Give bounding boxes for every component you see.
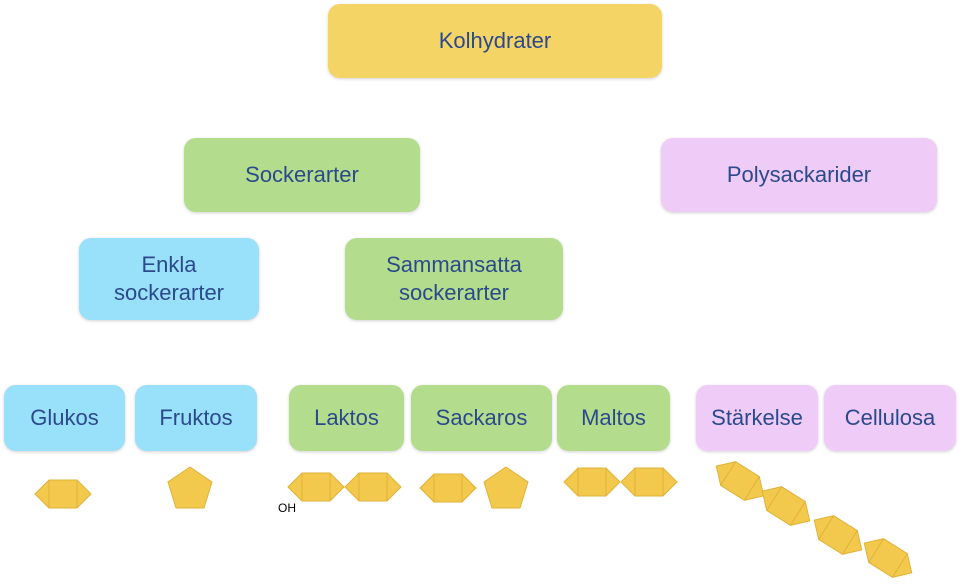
polysaccharides-node-label: Polysackarider (726, 162, 872, 187)
chain-molecule-icon-2 (754, 478, 818, 534)
starkelse-label: Stärkelse (711, 405, 803, 430)
laktos-molecule-icon-1 (287, 472, 345, 502)
glukos-molecule-icon (34, 479, 92, 509)
laktos-label: Laktos (314, 405, 379, 430)
fruktos-label: Fruktos (159, 405, 233, 430)
sugars-node-label: Sockerarter (245, 162, 359, 187)
sackaros-molecule-icon-2 (483, 466, 529, 509)
oh-label: OH (278, 501, 296, 515)
sackaros-label: Sackaros (435, 405, 528, 430)
maltos-molecule-icon-2 (620, 467, 678, 497)
chain-molecule-icon-3 (806, 507, 870, 563)
laktos-molecule-icon-2 (344, 472, 402, 502)
sugars-node-box: Sockerarter (184, 138, 420, 212)
maltos-label: Maltos (581, 405, 646, 430)
cellulosa-node-box: Cellulosa (824, 385, 956, 451)
glukos-label: Glukos (30, 405, 99, 430)
fruktos-molecule-icon (167, 466, 213, 509)
glukos-node-box: Glukos (4, 385, 125, 451)
maltos-molecule-icon-1 (563, 467, 621, 497)
fruktos-node-box: Fruktos (135, 385, 257, 451)
compound-sugars-node-label: Sammansatta sockerarter (386, 252, 522, 305)
chain-molecule-icon-4 (856, 530, 920, 584)
simple-sugars-node-label: Enkla sockerarter (113, 252, 225, 305)
sackaros-node-box: Sackaros (411, 385, 552, 451)
chain-molecule-icon-1 (708, 453, 772, 509)
root-node-box: Kolhydrater (328, 4, 662, 78)
maltos-node-box: Maltos (557, 385, 670, 451)
root-node-label: Kolhydrater (438, 28, 552, 53)
simple-sugars-node-box: Enkla sockerarter (79, 238, 259, 320)
polysaccharides-node-box: Polysackarider (661, 138, 937, 212)
sackaros-molecule-icon-1 (419, 473, 477, 503)
starkelse-node-box: Stärkelse (696, 385, 818, 451)
compound-sugars-node-box: Sammansatta sockerarter (345, 238, 563, 320)
laktos-node-box: Laktos (289, 385, 404, 451)
cellulosa-label: Cellulosa (844, 405, 936, 430)
